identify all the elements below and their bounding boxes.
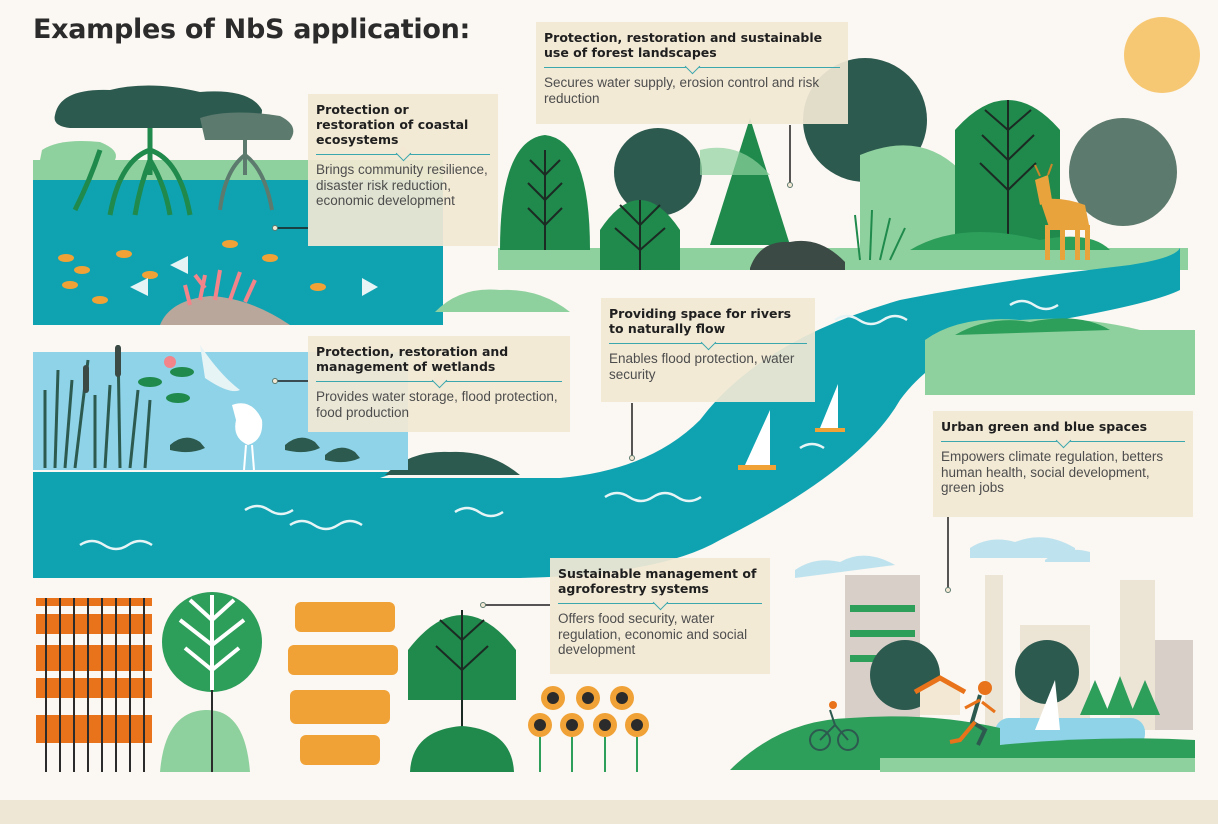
card-rivers-title: Providing space for rivers to naturally … [609,306,792,336]
card-wetlands: Protection, restoration and management o… [308,336,570,432]
urban-scene [730,537,1195,772]
card-coastal-ecosystems: Protection or restoration of coastal eco… [308,94,498,246]
card-urban-text: Empowers climate regulation, betters hum… [941,449,1164,495]
card-rivers-divider [609,343,807,344]
card-forest-landscapes: Protection, restoration and sustainable … [536,22,848,124]
card-wetlands-divider [316,381,562,382]
card-forest-title: Protection, restoration and sustainable … [544,30,823,60]
card-forest-text: Secures water supply, erosion control an… [544,75,820,106]
agroforestry-scene [36,592,649,772]
card-agroforestry-title: Sustainable management of agroforestry s… [558,566,757,596]
leader-lines [275,125,949,606]
card-coastal-title: Protection or restoration of coastal eco… [316,102,469,147]
page-title: Examples of NbS application: [33,14,470,45]
sun-icon [1124,17,1200,93]
card-coastal-text: Brings community resilience, disaster ri… [316,162,488,208]
card-wetlands-title: Protection, restoration and management o… [316,344,509,374]
card-urban-title: Urban green and blue spaces [941,419,1148,434]
card-urban-spaces: Urban green and blue spaces Empowers cli… [933,411,1193,517]
forest-scene [498,58,1188,270]
card-rivers-flow: Providing space for rivers to naturally … [601,298,815,402]
card-agroforestry-divider [558,603,762,604]
card-agroforestry: Sustainable management of agroforestry s… [550,558,770,674]
card-forest-divider [544,67,840,68]
bottom-bar [0,800,1218,824]
card-agroforestry-text: Offers food security, water regulation, … [558,611,748,657]
card-urban-divider [941,441,1185,442]
river [33,248,1195,578]
card-coastal-divider [316,154,490,155]
card-rivers-text: Enables flood protection, water security [609,351,795,382]
card-wetlands-text: Provides water storage, flood protection… [316,389,558,420]
